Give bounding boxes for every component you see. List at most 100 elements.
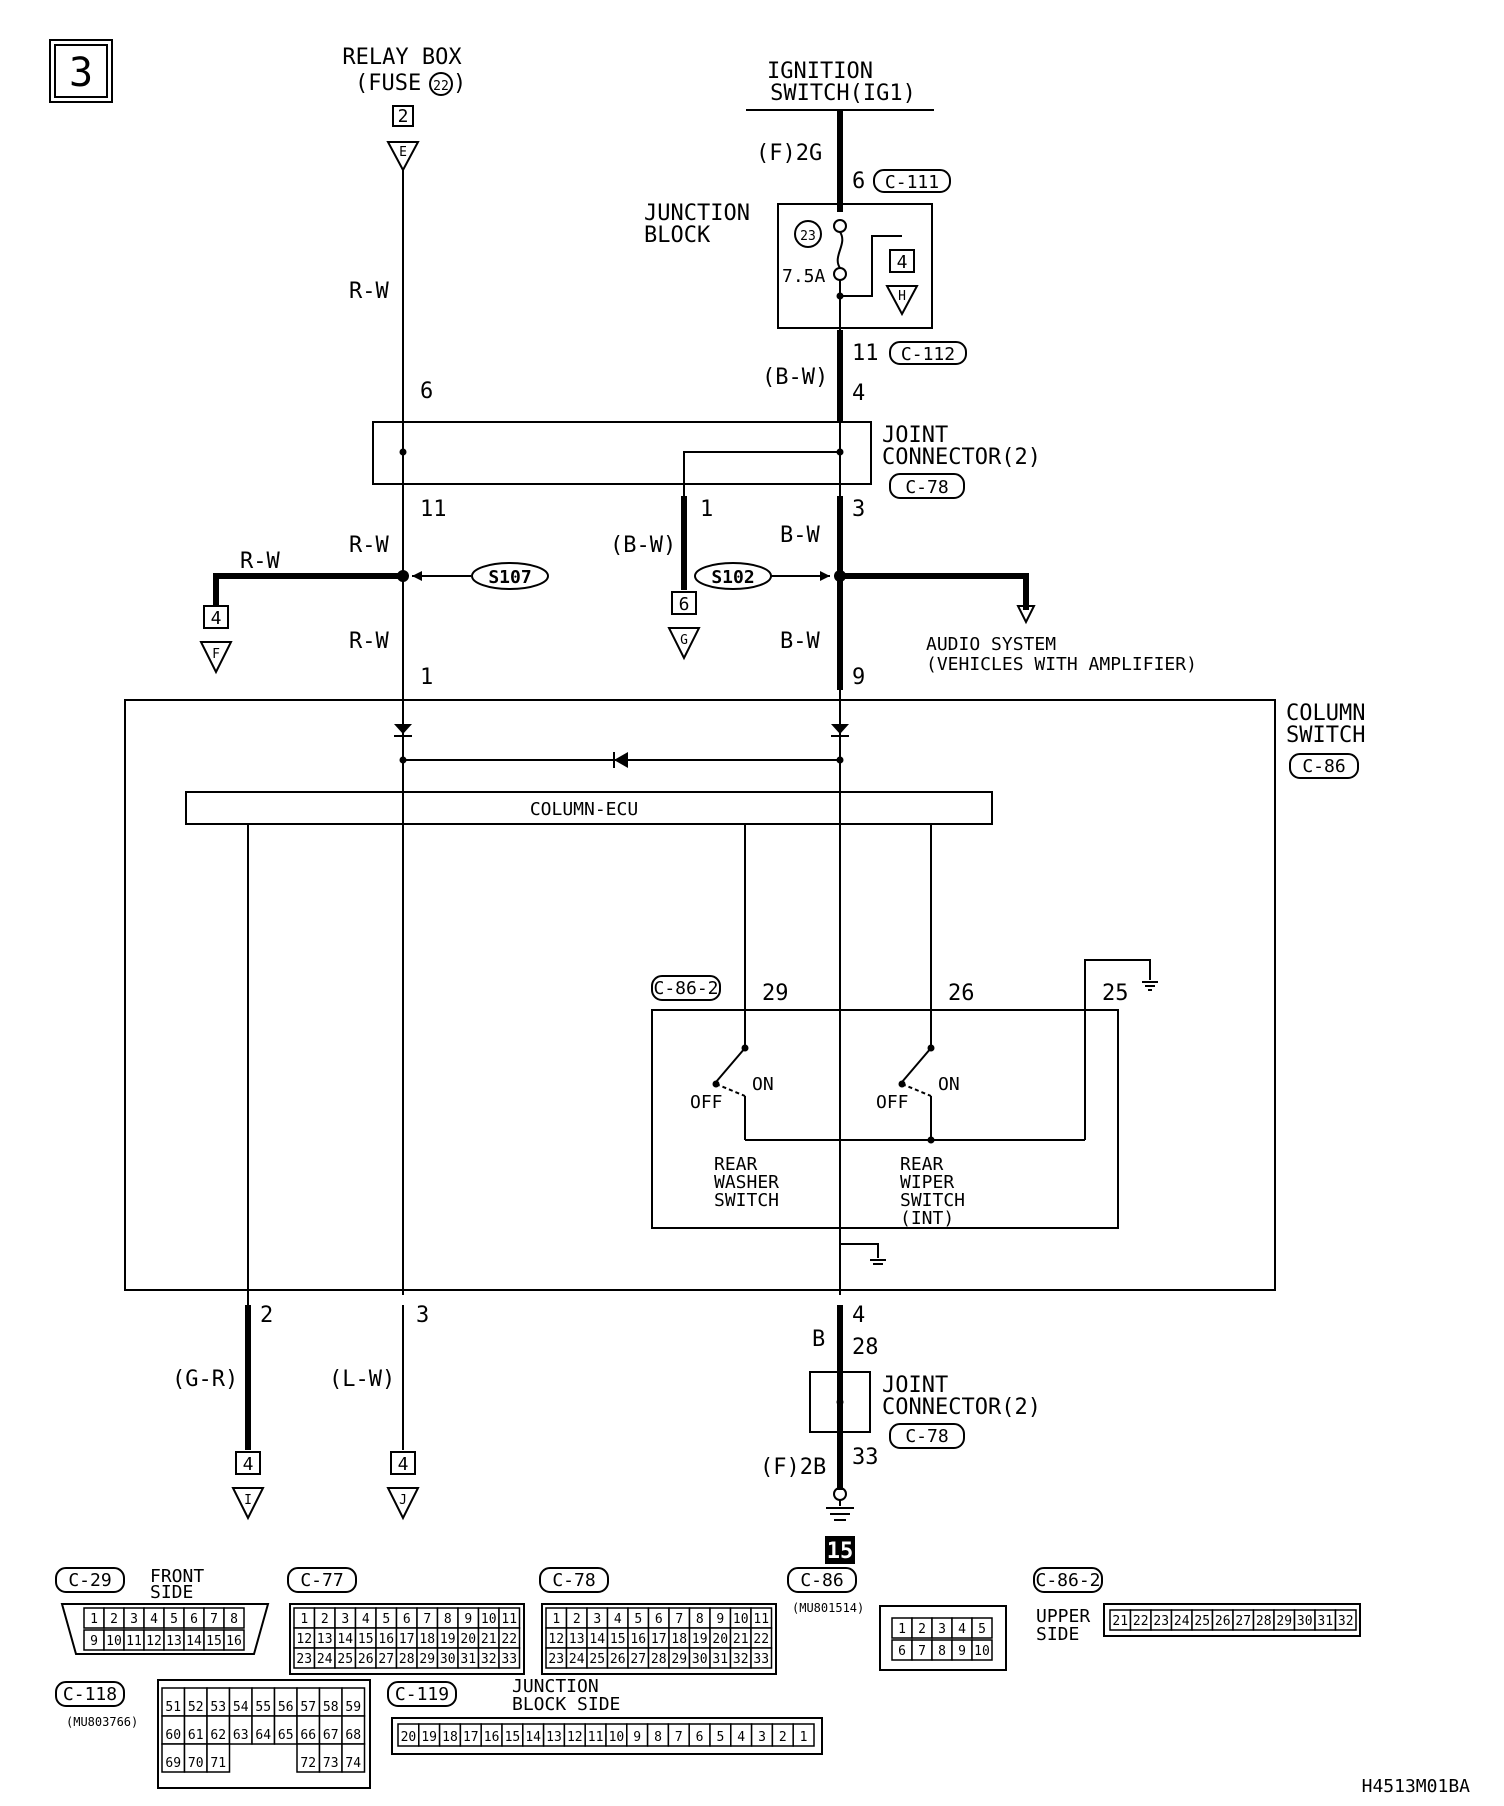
c119-id: C-119 <box>395 1684 449 1705</box>
c119-pin: 16 <box>484 1730 500 1745</box>
c29-pin: 4 <box>150 1612 158 1627</box>
jc-bottom-label-2: CONNECTOR(2) <box>882 1395 1041 1420</box>
wiper-label-2: WIPER <box>900 1172 954 1193</box>
c29-pin: 10 <box>106 1634 122 1649</box>
c78-pin: 6 <box>655 1612 663 1627</box>
c118-pin: 62 <box>210 1728 226 1743</box>
c119-pin: 15 <box>505 1730 521 1745</box>
wire-label-gr: (G-R) <box>172 1367 238 1392</box>
c78-pin: 14 <box>589 1632 605 1647</box>
c77-pin: 27 <box>378 1652 394 1667</box>
c862-pin: 26 <box>1215 1614 1231 1629</box>
c86-shell <box>879 1605 1007 1671</box>
c77-pin: 6 <box>403 1612 411 1627</box>
c86-pin: 10 <box>974 1644 990 1659</box>
ignition-switch-source: IGNITION SWITCH(IG1) <box>746 59 934 111</box>
mid-letter: G <box>680 633 688 648</box>
c78-pin: 27 <box>630 1652 646 1667</box>
c862-shell <box>1103 1603 1361 1637</box>
washer-on: ON <box>752 1074 774 1095</box>
fuse-symbol <box>836 231 844 269</box>
c77-pin: 1 <box>300 1612 308 1627</box>
junction-block-label: JUNCTION <box>644 201 750 226</box>
jb-side-pin: 4 <box>897 252 908 273</box>
c77-pin: 15 <box>358 1632 374 1647</box>
c118-pin: 72 <box>300 1756 316 1771</box>
c29-pin: 3 <box>130 1612 138 1627</box>
wire-label-rw-mid: R-W <box>349 533 389 558</box>
c77-pin: 23 <box>296 1652 312 1667</box>
c77-pin: 28 <box>399 1652 415 1667</box>
mid-wire-label: (B-W) <box>610 533 676 558</box>
c862-cell <box>1334 1609 1357 1631</box>
out-pin-4: 4 <box>852 1303 865 1328</box>
c119-pin: 5 <box>716 1730 724 1745</box>
jc-left-out-pin: 11 <box>420 497 447 522</box>
jb-out-pin: 11 <box>852 341 879 366</box>
junction-block-label-2: BLOCK <box>644 223 711 248</box>
c77-pin: 9 <box>464 1612 472 1627</box>
sub-pin-25: 25 <box>1102 981 1129 1006</box>
c119-pin: 13 <box>546 1730 562 1745</box>
washer-label-2: WASHER <box>714 1172 779 1193</box>
c78-pin: 19 <box>692 1632 708 1647</box>
c78-pin: 11 <box>753 1612 769 1627</box>
c78-pin: 13 <box>569 1632 585 1647</box>
c86-pin: 6 <box>898 1644 906 1659</box>
c29-pin: 7 <box>210 1612 218 1627</box>
wiper-on: ON <box>938 1074 960 1095</box>
splice-s107: R-W R-W R-W 4 F S107 <box>199 533 549 675</box>
c86-part: (MU801514) <box>792 1601 864 1615</box>
c77-pin: 4 <box>362 1612 370 1627</box>
jc-right-out-pin: 3 <box>852 497 865 522</box>
c118-pin: 63 <box>233 1728 249 1743</box>
c77-pin: 29 <box>419 1652 435 1667</box>
c78-pin: 8 <box>696 1612 704 1627</box>
c77-pin: 31 <box>460 1652 476 1667</box>
c118-pin: 64 <box>255 1728 271 1743</box>
wiper-off: OFF <box>876 1092 909 1113</box>
relay-fuse-prefix: (FUSE <box>355 71 421 96</box>
c77-pin: 25 <box>337 1652 353 1667</box>
c118-pin: 55 <box>255 1700 271 1715</box>
wire-label-b: B <box>812 1327 825 1352</box>
wire-label-rw-branch: R-W <box>240 549 280 574</box>
washer-off: OFF <box>690 1092 723 1113</box>
washer-label-1: REAR <box>714 1154 758 1175</box>
c77-pin: 10 <box>481 1612 497 1627</box>
c77-pin: 17 <box>399 1632 415 1647</box>
c78-pin: 10 <box>733 1612 749 1627</box>
col-in-pin-right: 9 <box>852 665 865 690</box>
c862-side-2: SIDE <box>1036 1624 1079 1645</box>
c86-pin: 5 <box>978 1622 986 1637</box>
c862-pin: 24 <box>1174 1614 1190 1629</box>
wire-label-bw-lower: B-W <box>780 629 820 654</box>
c119-pin: 14 <box>525 1730 541 1745</box>
c86-id: C-86 <box>800 1570 843 1591</box>
gr-pin: 4 <box>243 1454 254 1475</box>
c78-pin: 23 <box>548 1652 564 1667</box>
c78-pin: 24 <box>569 1652 585 1667</box>
jb-out-conn: C-112 <box>901 344 955 365</box>
c118-part: (MU803766) <box>66 1715 138 1729</box>
c77-pin: 2 <box>321 1612 329 1627</box>
column-switch-label: COLUMN <box>1286 701 1365 726</box>
c119-pin: 8 <box>654 1730 662 1745</box>
c118-pin: 53 <box>210 1700 226 1715</box>
jb-fuse-number: 23 <box>800 229 816 244</box>
c86-pin: 3 <box>938 1622 946 1637</box>
c118-pin: 67 <box>323 1728 339 1743</box>
c77-pin: 11 <box>501 1612 517 1627</box>
c77-pin: 5 <box>382 1612 390 1627</box>
rear-wiper-switch: OFF ON REAR WIPER SWITCH (INT) <box>876 1010 965 1229</box>
c77-pin: 13 <box>317 1632 333 1647</box>
c119-pin: 1 <box>800 1730 808 1745</box>
splice-s102: S102 AUDIO SYSTEM (VEHICLES WITH AMPLIFI… <box>694 562 1197 675</box>
jc-bottom-out-pin: 33 <box>852 1445 879 1470</box>
c78-pin: 21 <box>733 1632 749 1647</box>
c78-pin: 26 <box>610 1652 626 1667</box>
s107-label: S107 <box>488 567 531 588</box>
c78-pin: 33 <box>753 1652 769 1667</box>
c78-pin: 25 <box>589 1652 605 1667</box>
